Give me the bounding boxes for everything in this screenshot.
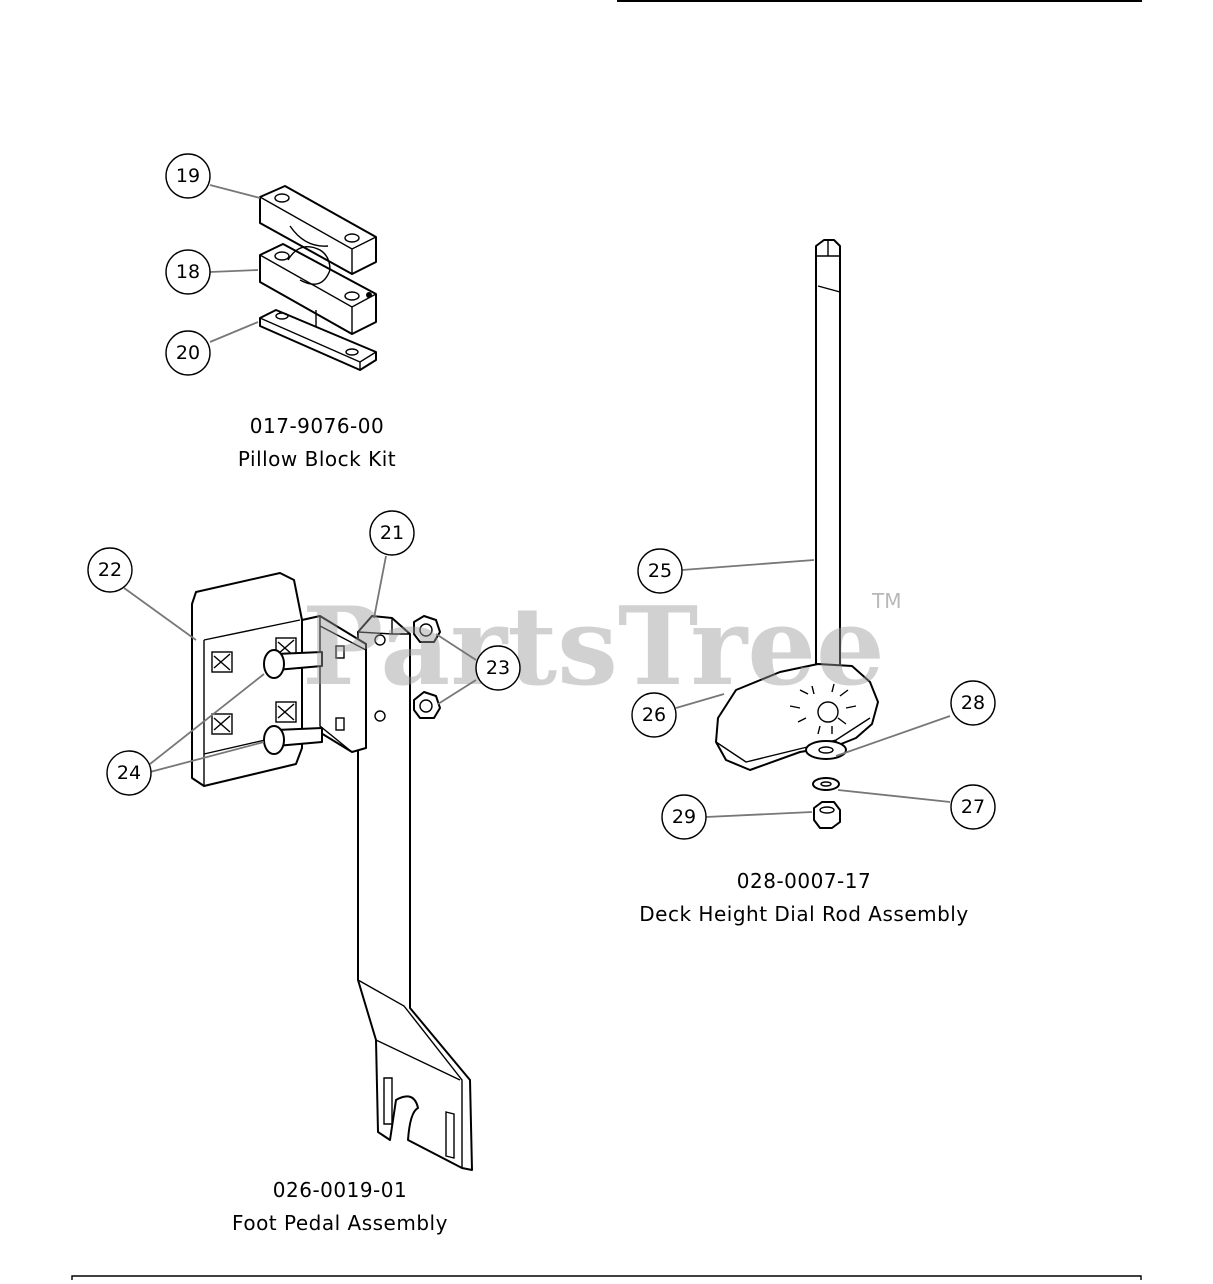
- callout-28[interactable]: 28: [950, 680, 996, 726]
- callout-19[interactable]: 19: [165, 153, 211, 199]
- bottom-frame: [71, 1275, 1142, 1280]
- part-29-hex-nut: [813, 801, 841, 829]
- callout-26[interactable]: 26: [631, 692, 677, 738]
- callout-22[interactable]: 22: [87, 547, 133, 593]
- svg-text:28: 28: [961, 692, 985, 714]
- svg-text:29: 29: [672, 806, 696, 828]
- part-19-top-pillow-block: [259, 185, 377, 275]
- callout-21[interactable]: 21: [369, 510, 415, 556]
- grip-pattern: [211, 637, 297, 735]
- part-20-pillow-plate: [259, 309, 377, 371]
- svg-text:19: 19: [176, 165, 200, 187]
- pillow-block-part-number: 017-9076-00: [250, 414, 384, 438]
- callout-27[interactable]: 27: [950, 784, 996, 830]
- svg-text:23: 23: [486, 657, 510, 679]
- deck-height-name: Deck Height Dial Rod Assembly: [639, 902, 968, 926]
- part-18-bottom-pillow-block: [259, 243, 377, 335]
- svg-text:21: 21: [380, 522, 404, 544]
- leader-lines: [123, 184, 951, 818]
- foot-pedal-part-number: 026-0019-01: [273, 1178, 407, 1202]
- part-23-flange-nuts: [413, 615, 441, 719]
- callout-20[interactable]: 20: [165, 330, 211, 376]
- foot-pedal-name: Foot Pedal Assembly: [232, 1211, 448, 1235]
- watermark-text: PartsTree: [302, 584, 885, 710]
- callout-24[interactable]: 24: [106, 750, 152, 796]
- deck-height-dial-rod-assembly: [715, 239, 879, 829]
- watermark-trademark: TM: [871, 589, 901, 613]
- part-27-lock-washer: [812, 777, 840, 791]
- svg-text:27: 27: [961, 796, 985, 818]
- svg-text:26: 26: [642, 704, 666, 726]
- part-24-pivot-pins: [263, 649, 323, 755]
- watermark: PartsTree TM: [302, 584, 901, 710]
- pillow-block-kit: [259, 185, 377, 371]
- callout-18[interactable]: 18: [165, 249, 211, 295]
- svg-text:20: 20: [176, 342, 200, 364]
- deck-height-part-number: 028-0007-17: [737, 869, 871, 893]
- callout-25[interactable]: 25: [637, 548, 683, 594]
- callout-29[interactable]: 29: [661, 794, 707, 840]
- svg-text:25: 25: [648, 560, 672, 582]
- pillow-block-name: Pillow Block Kit: [238, 447, 396, 471]
- part-28-washer: [805, 740, 847, 760]
- foot-pedal-assembly: [191, 572, 473, 1171]
- svg-text:22: 22: [98, 559, 122, 581]
- svg-text:18: 18: [176, 261, 200, 283]
- callout-23[interactable]: 23: [475, 645, 521, 691]
- part-21-pedal-arm: [357, 615, 473, 1171]
- svg-text:24: 24: [117, 762, 141, 784]
